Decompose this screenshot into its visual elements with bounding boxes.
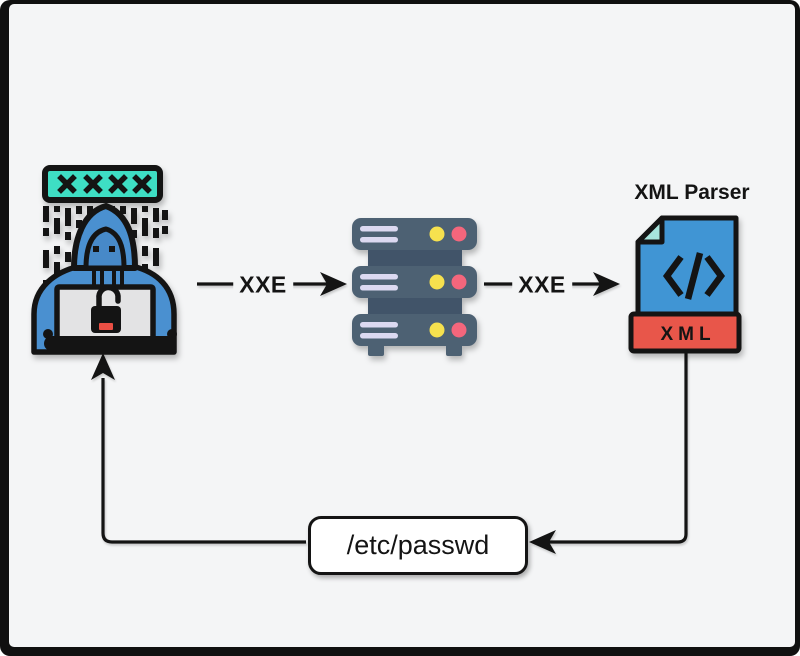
arrow-parser-down (549, 353, 688, 544)
arrowhead-left (529, 530, 556, 554)
server-connectors (368, 246, 462, 316)
led-yellow (429, 226, 445, 242)
xml-file-icon: XML (628, 215, 742, 354)
password-asterisks (57, 174, 152, 194)
flow-arrows (91, 272, 688, 554)
server-units (352, 218, 477, 346)
file-fold (635, 215, 665, 245)
file-badge: XML (628, 311, 742, 354)
etc-passwd-box: /etc/passwd (308, 516, 528, 575)
arrowhead-right-1 (320, 272, 347, 296)
xml-parser-title: XML Parser (634, 181, 750, 204)
open-padlock-icon (91, 284, 121, 333)
password-field (42, 165, 163, 203)
diagram-canvas: XML Parser XML XXE XXE /etc/passwd (9, 4, 795, 647)
led-yellow (429, 322, 445, 338)
led-yellow (429, 274, 445, 290)
led-red (451, 226, 467, 242)
face (83, 226, 127, 271)
led-red (451, 274, 467, 290)
laptop-base (43, 329, 177, 351)
server-stack-icon (352, 218, 477, 356)
eyes (93, 246, 115, 252)
server-unit-3 (352, 314, 477, 346)
arrowhead-up (91, 353, 115, 380)
edge-label-xxe-1: XXE (233, 271, 293, 299)
file-badge-label: XML (660, 324, 715, 345)
server-unit-1 (352, 218, 477, 250)
code-icon (662, 252, 726, 300)
edge-label-xxe-2: XXE (512, 271, 572, 299)
server-unit-2 (352, 266, 477, 298)
arrowhead-right-2 (593, 272, 620, 296)
arrow-return-to-attacker (101, 378, 306, 544)
led-red (451, 322, 467, 338)
hacker-icon (31, 165, 177, 355)
